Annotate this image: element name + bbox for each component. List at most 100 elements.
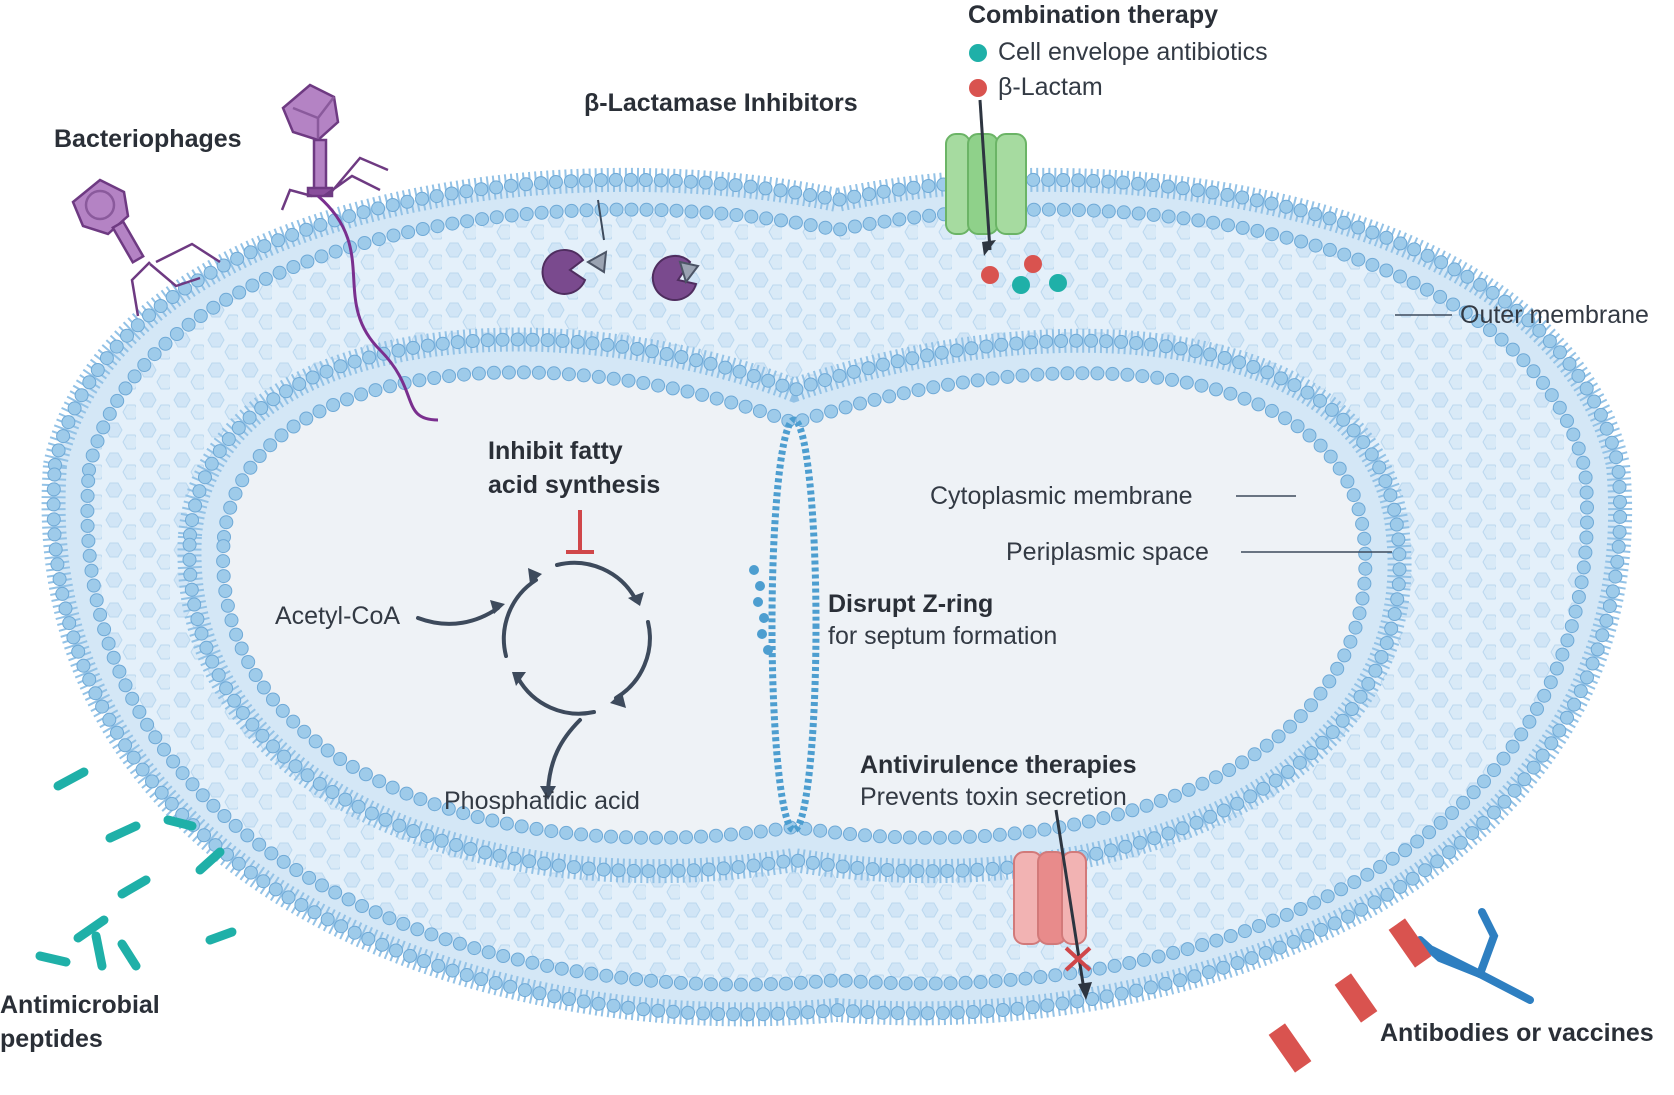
phospholipid-head bbox=[1158, 339, 1173, 354]
phospholipid-head bbox=[1040, 998, 1055, 1013]
phospholipid-head bbox=[1355, 591, 1370, 606]
phospholipid-head bbox=[738, 826, 753, 841]
phospholipid-head bbox=[1322, 242, 1337, 257]
phospholipid-head bbox=[525, 955, 540, 970]
phospholipid-head bbox=[1259, 738, 1274, 753]
phospholipid-head bbox=[297, 724, 312, 739]
phospholipid-head bbox=[356, 205, 371, 220]
phospholipid-head bbox=[1136, 952, 1151, 967]
phospholipid-head bbox=[1365, 257, 1380, 272]
phospholipid-head bbox=[979, 339, 994, 354]
phospholipid-head bbox=[1022, 824, 1037, 839]
phospholipid-head bbox=[1235, 755, 1249, 770]
phospholipid-head bbox=[1223, 386, 1238, 401]
phospholipid-head bbox=[788, 215, 803, 230]
phospholipid-head bbox=[1315, 735, 1330, 750]
phospholipid-head bbox=[1335, 713, 1350, 728]
phospholipid-head bbox=[614, 970, 629, 985]
phospholipid-head bbox=[364, 806, 379, 821]
phospholipid-head bbox=[559, 825, 574, 840]
phospholipid-head bbox=[279, 384, 293, 399]
phospholipid-head bbox=[636, 376, 651, 390]
phospholipid-head bbox=[1287, 378, 1302, 393]
phospholipid-head bbox=[206, 798, 221, 813]
phospholipid-head bbox=[776, 854, 791, 869]
phospholipid-head bbox=[342, 209, 357, 224]
phospholipid-head bbox=[1433, 289, 1448, 304]
phospholipid-head bbox=[578, 173, 593, 188]
phospholipid-head bbox=[965, 1005, 980, 1019]
phospholipid-head bbox=[140, 717, 155, 732]
phospholipid-head bbox=[1161, 209, 1176, 224]
phospholipid-head bbox=[1208, 770, 1223, 785]
phospholipid-head bbox=[1477, 774, 1491, 789]
phospholipid-head bbox=[1099, 334, 1114, 349]
phospholipid-head bbox=[955, 375, 970, 390]
phospholipid-head bbox=[417, 954, 431, 968]
phospholipid-head bbox=[371, 201, 386, 216]
phospholipid-head bbox=[741, 1007, 756, 1022]
phospholipid-head bbox=[816, 1004, 830, 1019]
phospholipid-head bbox=[220, 598, 235, 613]
phospholipid-head bbox=[1348, 620, 1363, 635]
phospholipid-head bbox=[950, 1005, 965, 1020]
phospholipid-head bbox=[1048, 968, 1063, 983]
phospholipid-head bbox=[1544, 736, 1559, 751]
phospholipid-head bbox=[275, 703, 290, 718]
outer-membrane-label: Outer membrane bbox=[1460, 301, 1649, 329]
phospholipid-head bbox=[1003, 972, 1018, 987]
beta-lactamase-label: β-Lactamase Inhibitors bbox=[584, 89, 858, 117]
phospholipid-head bbox=[478, 845, 493, 860]
phospholipid-head bbox=[738, 399, 753, 414]
phospholipid-head bbox=[109, 339, 124, 354]
phospholipid-head bbox=[746, 369, 761, 383]
phospholipid-head bbox=[898, 976, 913, 991]
phospholipid-head bbox=[579, 203, 594, 218]
phospholipid-head bbox=[1379, 636, 1394, 650]
phospholipid-head bbox=[744, 209, 759, 224]
phospholipid-head bbox=[266, 739, 280, 754]
phospholipid-head bbox=[93, 607, 108, 622]
phospholipid-head bbox=[1037, 822, 1052, 837]
phospholipid-head bbox=[1476, 816, 1491, 830]
beta-lactam-dot bbox=[969, 79, 987, 97]
phospholipid-head bbox=[729, 208, 744, 222]
phospholipid-head bbox=[1599, 613, 1614, 628]
phospholipid-head bbox=[1150, 370, 1165, 385]
phospholipid-head bbox=[1173, 973, 1187, 988]
phospholipid-head bbox=[199, 640, 214, 655]
phospholipid-head bbox=[1611, 539, 1626, 554]
phospholipid-head bbox=[102, 712, 117, 727]
phospholipid-head bbox=[55, 586, 70, 601]
phospholipid-head bbox=[118, 381, 133, 396]
phospholipid-head bbox=[1060, 366, 1075, 381]
phospholipid-head bbox=[1613, 509, 1628, 524]
phospholipid-head bbox=[913, 976, 928, 991]
phospholipid-head bbox=[651, 378, 666, 393]
phospholipid-head bbox=[824, 404, 839, 419]
phospholipid-head bbox=[235, 706, 250, 720]
phospholipid-head bbox=[606, 998, 621, 1013]
phospholipid-head bbox=[570, 334, 585, 349]
phospholipid-head bbox=[496, 949, 511, 963]
phospholipid-head bbox=[1387, 502, 1402, 517]
phospholipid-head bbox=[872, 829, 887, 844]
phospholipid-head bbox=[1279, 199, 1294, 214]
phospholipid-head bbox=[1313, 686, 1328, 701]
phospholipid-head bbox=[495, 332, 510, 347]
phospholipid-head bbox=[910, 864, 925, 878]
phospholipid-head bbox=[1026, 172, 1041, 187]
phospholipid-head bbox=[1393, 879, 1408, 894]
phospholipid-head bbox=[1434, 255, 1449, 270]
phospholipid-head bbox=[1304, 698, 1318, 713]
phospholipid-head bbox=[1041, 172, 1056, 187]
phospholipid-head bbox=[517, 983, 532, 998]
phospholipid-head bbox=[1536, 375, 1550, 390]
phospholipid-head bbox=[211, 668, 226, 683]
phospholipid-head bbox=[1505, 739, 1520, 754]
phospholipid-head bbox=[801, 1005, 815, 1020]
phospholipid-head bbox=[1392, 547, 1407, 562]
phospholipid-head bbox=[1281, 764, 1295, 779]
phospholipid-head bbox=[1599, 421, 1614, 436]
antimicrobial-peptides-line1: Antimicrobial bbox=[0, 991, 160, 1019]
